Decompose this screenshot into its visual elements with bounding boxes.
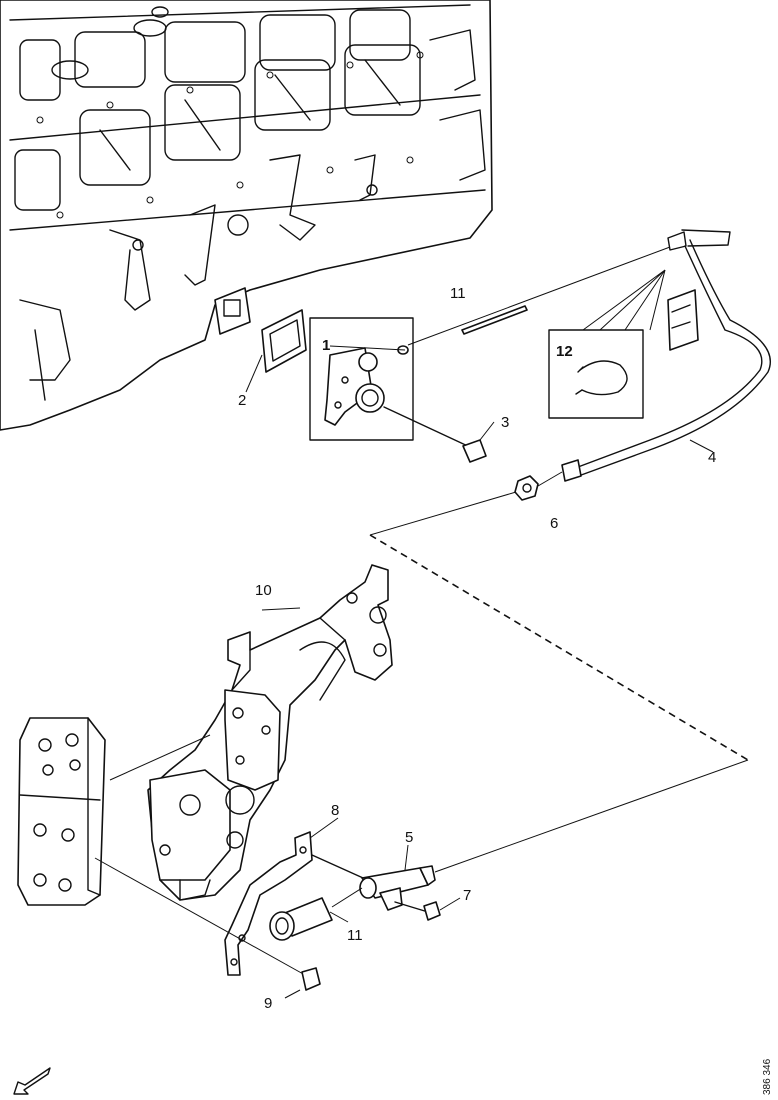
label-12: 12 [556, 343, 573, 360]
reference-number: 386 346 [762, 1058, 773, 1095]
label-7: 7 [463, 887, 471, 904]
clip-inset-frame [548, 329, 644, 419]
bolt-9 [94, 857, 321, 999]
tube-bracket [667, 289, 699, 351]
bolt-7 [394, 897, 461, 921]
gasket [261, 309, 307, 373]
sensor-inset-frame [309, 317, 414, 441]
engine-block [0, 0, 493, 431]
retaining-clip [575, 360, 628, 396]
bolt-3 [383, 406, 487, 463]
oil-line [561, 229, 771, 482]
engine-mount-bracket [147, 564, 393, 901]
nut-6 [514, 471, 563, 501]
label-8: 8 [331, 802, 339, 819]
sensor-wire-bottom [269, 887, 363, 941]
label-11-bottom: 11 [347, 927, 363, 944]
label-4: 4 [708, 449, 716, 466]
label-3: 3 [501, 414, 509, 431]
label-5: 5 [405, 829, 413, 846]
label-6: 6 [550, 515, 558, 532]
label-2: 2 [238, 392, 246, 409]
oil-pressure-sensor [324, 347, 385, 426]
speed-sensor [311, 759, 749, 911]
label-9: 9 [264, 995, 272, 1012]
dashed-connection-line [369, 534, 749, 761]
label-11-top: 11 [450, 285, 466, 302]
mounting-pad [17, 717, 211, 906]
label-10: 10 [255, 582, 272, 599]
arrow-down-left-icon [13, 1067, 51, 1095]
sensor-wire-top [407, 246, 671, 346]
label-1: 1 [322, 337, 330, 354]
